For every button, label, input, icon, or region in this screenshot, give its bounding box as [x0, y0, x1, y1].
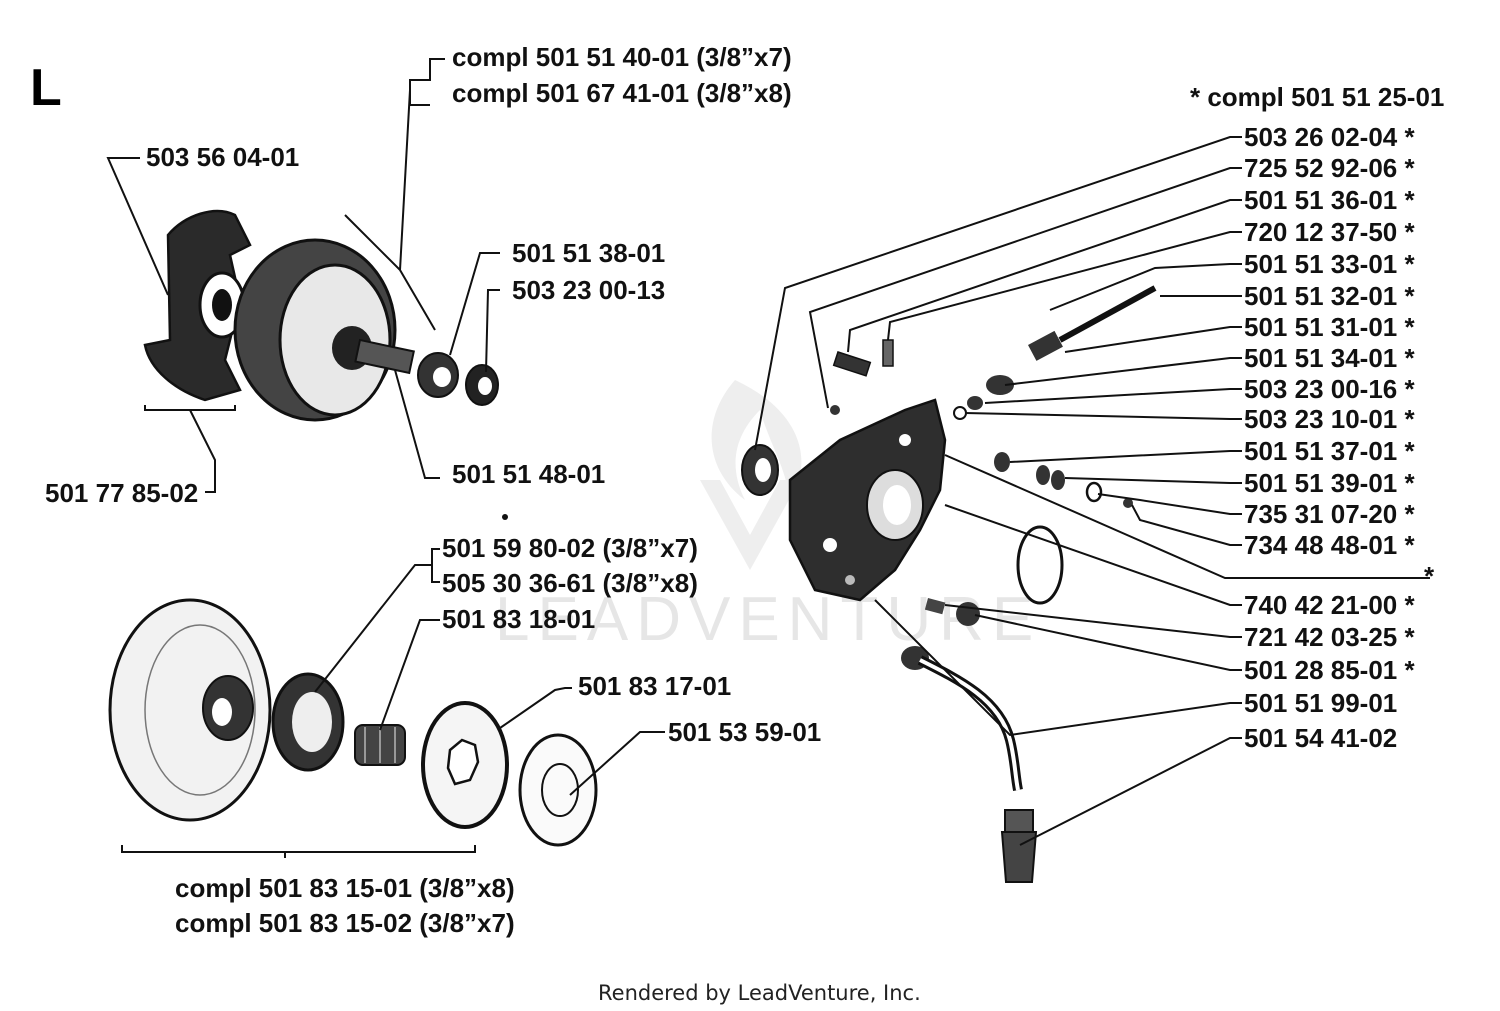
label-501-51-33-01: 501 51 33-01 * [1244, 249, 1415, 279]
label-503-23-00-13: 503 23 00-13 [512, 275, 665, 305]
clutch-drum-part [233, 238, 415, 422]
needle-bearing-part [354, 724, 406, 766]
label-720-12-37-50: 720 12 37-50 * [1244, 217, 1415, 247]
label-drum-compl-b: compl 501 83 15-02 (3/8”x7) [175, 908, 515, 938]
label-734-48-48-01: 734 48 48-01 * [1244, 530, 1415, 560]
oil-pump-housing-part [788, 398, 947, 602]
footer-credit: Rendered by LeadVenture, Inc. [598, 981, 921, 1005]
label-star-only: * [1424, 561, 1435, 591]
label-501-51-38-01: 501 51 38-01 [512, 238, 665, 268]
section-letter: L [30, 59, 62, 117]
label-503-26-02-04: 503 26 02-04 * [1244, 122, 1415, 152]
oil-filter-part [1000, 809, 1038, 883]
label-501-51-39-01: 501 51 39-01 * [1244, 468, 1415, 498]
label-pump-compl: * compl 501 51 25-01 [1190, 82, 1444, 112]
label-501-51-36-01: 501 51 36-01 * [1244, 185, 1415, 215]
sprocket-part [271, 672, 345, 772]
label-501-51-37-01: 501 51 37-01 * [1244, 436, 1415, 466]
label-501-51-31-01: 501 51 31-01 * [1244, 312, 1415, 342]
clutch-shoes-part [143, 209, 252, 402]
label-501-51-48-01: 501 51 48-01 [452, 459, 605, 489]
label-735-31-07-20: 735 31 07-20 * [1244, 499, 1415, 529]
label-501-51-34-01: 501 51 34-01 * [1244, 343, 1415, 373]
label-501-53-59-01: 501 53 59-01 [668, 717, 821, 747]
label-drum-compl-a: compl 501 83 15-01 (3/8”x8) [175, 873, 515, 903]
clutch-bearing-part [417, 352, 459, 398]
washer-part [518, 733, 598, 847]
label-501-83-18-01: 501 83 18-01 [442, 604, 595, 634]
oil-seal-part [741, 444, 779, 496]
oil-hose-part [901, 646, 1023, 791]
label-740-42-21-00: 740 42 21-00 * [1244, 590, 1415, 620]
label-501-28-85-01: 501 28 85-01 * [1244, 655, 1415, 685]
small-parts [830, 285, 1157, 626]
rim-sprocket-part [421, 701, 509, 829]
label-505-30-36-61: 505 30 36-61 (3/8”x8) [442, 568, 698, 598]
label-clutch-compl-b: compl 501 67 41-01 (3/8”x8) [452, 78, 792, 108]
drum-part [108, 598, 272, 822]
label-503-23-00-16: 503 23 00-16 * [1244, 374, 1415, 404]
label-725-52-92-06: 725 52 92-06 * [1244, 153, 1415, 183]
label-503-56-04-01: 503 56 04-01 [146, 142, 299, 172]
watermark: LEADVENTURE [495, 380, 1041, 654]
label-501-59-80-02: 501 59 80-02 (3/8”x7) [442, 533, 698, 563]
label-501-83-17-01: 501 83 17-01 [578, 671, 731, 701]
clutch-washer-part [465, 364, 499, 406]
label-721-42-03-25: 721 42 03-25 * [1244, 622, 1415, 652]
watermark-text: LEADVENTURE [495, 585, 1041, 654]
label-501-51-99-01: 501 51 99-01 [1244, 688, 1397, 718]
label-501-77-85-02: 501 77 85-02 [45, 478, 198, 508]
label-501-54-41-02: 501 54 41-02 [1244, 723, 1397, 753]
label-503-23-10-01: 503 23 10-01 * [1244, 404, 1415, 434]
label-501-51-32-01: 501 51 32-01 * [1244, 281, 1415, 311]
label-clutch-compl-a: compl 501 51 40-01 (3/8”x7) [452, 42, 792, 72]
